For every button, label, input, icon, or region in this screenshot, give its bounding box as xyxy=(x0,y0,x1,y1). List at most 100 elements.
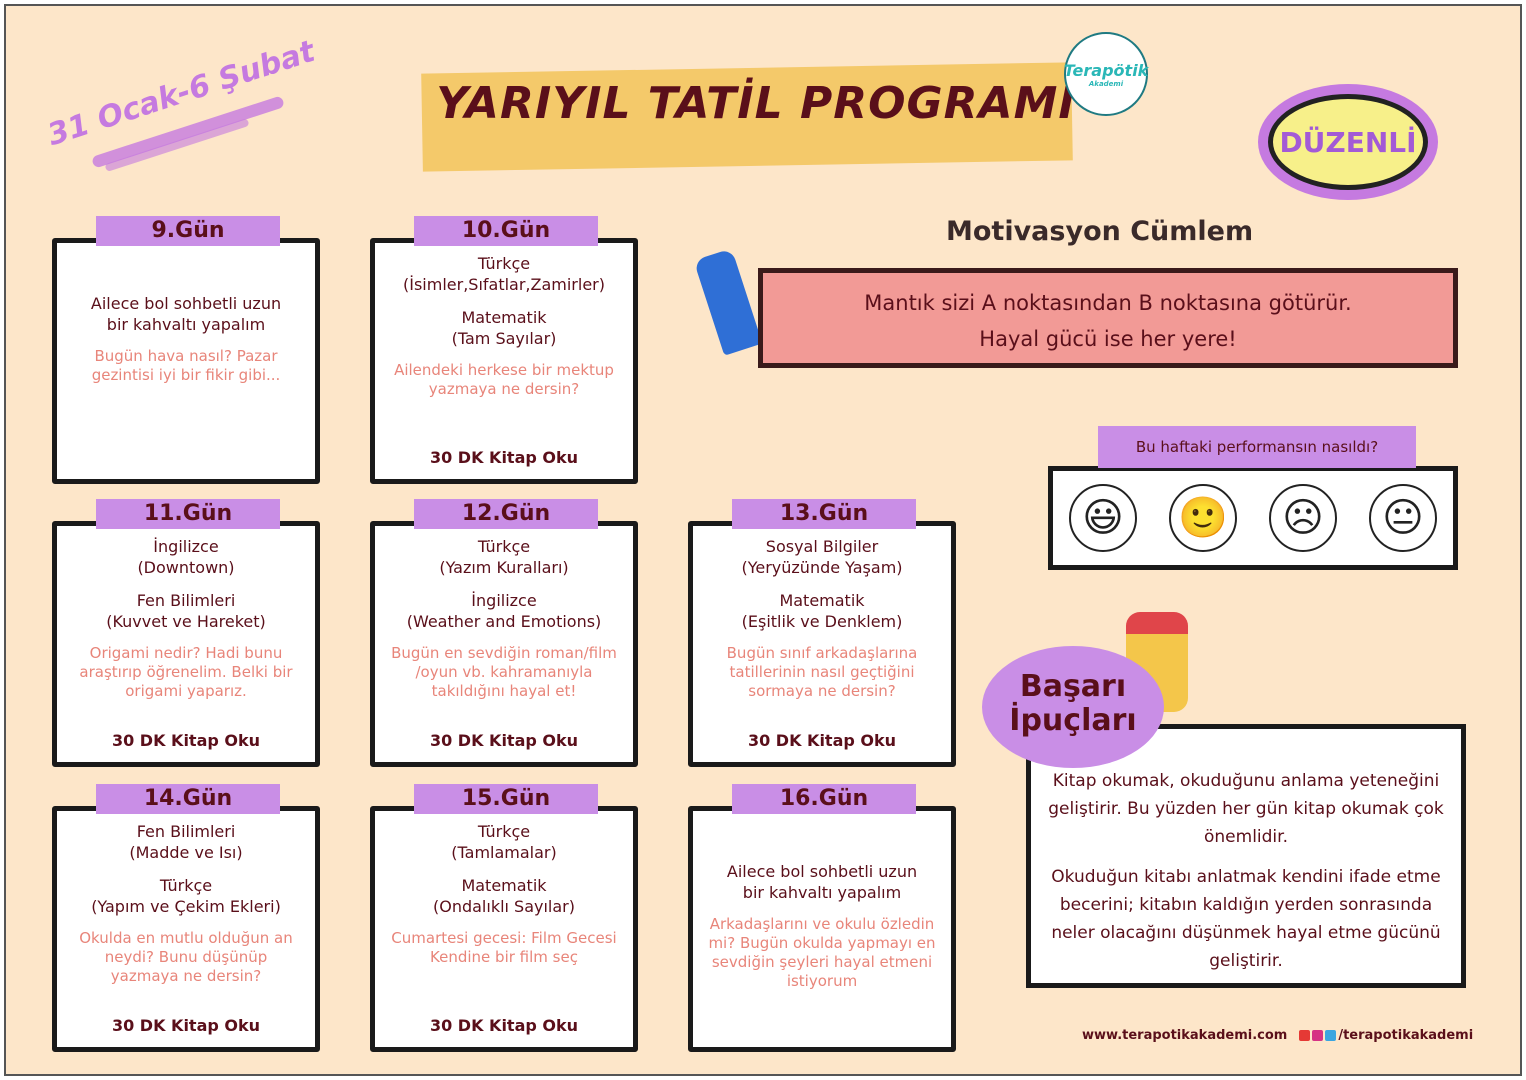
subject-topic: (Downtown) xyxy=(137,558,235,577)
reading-task: 30 DK Kitap Oku xyxy=(429,1016,579,1035)
website-link[interactable]: www.terapotikakademi.com xyxy=(1082,1028,1288,1043)
day-card: Sosyal Bilgiler (Yeryüzünde Yaşam) Matemat… xyxy=(688,521,956,767)
activity-note: Bugün sınıf arkadaşlarına tatillerinin n… xyxy=(726,644,918,700)
tip-paragraph: Kitap okumak, okuduğunu anlama yeteneğin… xyxy=(1048,771,1444,847)
telegram-icon xyxy=(1325,1030,1337,1041)
tips-title-line: İpuçları xyxy=(1009,703,1137,738)
subject-name: Matematik xyxy=(779,591,865,610)
subject: Ailece bol sohbetli uzun bir kahvaltı yap… xyxy=(693,861,951,903)
subject-topic: (Tam Sayılar) xyxy=(451,329,557,348)
day-card: Ailece bol sohbetli uzun bir kahvaltı yap… xyxy=(52,238,320,484)
activity-note: Bugün hava nasıl? Pazar gezintisi iyi bi… xyxy=(91,347,281,384)
activity-note: Arkadaşlarını ve okulu özledin mi? Bugün… xyxy=(708,915,936,990)
day-label: 10.Gün xyxy=(414,216,598,246)
subject-topic: (Tamlamalar) xyxy=(451,843,557,862)
day-card: Türkçe (Yazım Kuralları) İngilizce (Weather… xyxy=(370,521,638,767)
reading-task: 30 DK Kitap Oku xyxy=(111,1016,261,1035)
day-label: 13.Gün xyxy=(732,499,916,529)
subject-name: İngilizce xyxy=(471,591,537,610)
motivation-title: Motivasyon Cümlem xyxy=(946,216,1254,247)
neutral-face-icon[interactable]: 😐 xyxy=(1369,484,1437,552)
day-label: 11.Gün xyxy=(96,499,280,529)
reading-task: 30 DK Kitap Oku xyxy=(429,731,579,750)
reading-task: 30 DK Kitap Oku xyxy=(747,731,897,750)
laughing-face-icon[interactable]: 😃 xyxy=(1069,484,1137,552)
day-card: Türkçe (Tamlamalar) Matematik (Ondalıklı Sa… xyxy=(370,806,638,1052)
subject: Fen Bilimleri (Kuvvet ve Hareket) xyxy=(57,590,315,632)
subject-name: Türkçe xyxy=(159,876,213,895)
subject-name: Türkçe xyxy=(477,537,531,556)
subject-name: Ailece bol sohbetli uzun xyxy=(726,862,918,881)
subject-name: Ailece bol sohbetli uzun xyxy=(90,294,282,313)
activity-note: Cumartesi gecesi: Film Gecesi Kendine bi… xyxy=(391,929,617,966)
instagram-icon xyxy=(1312,1030,1324,1041)
subject-name: Sosyal Bilgiler xyxy=(765,537,879,556)
motivation-box: Mantık sizi A noktasından B noktasına gö… xyxy=(758,268,1458,368)
page-title: YARIYIL TATİL PROGRAMI xyxy=(436,78,1076,129)
footer: www.terapotikakademi.com /terapotikakade… xyxy=(1082,1028,1473,1043)
subject-topic: (İsimler,Sıfatlar,Zamirler) xyxy=(403,275,605,294)
subject-topic: (Ondalıklı Sayılar) xyxy=(432,897,575,916)
activity-note: Okulda en mutlu olduğun an neydi? Bunu d… xyxy=(79,929,293,985)
subject: Matematik (Eşitlik ve Denklem) xyxy=(693,590,951,632)
subject-name: Fen Bilimleri xyxy=(136,591,236,610)
subject-name: Fen Bilimleri xyxy=(136,822,236,841)
day-card: Fen Bilimleri (Madde ve Isı) Türkçe (Yapım … xyxy=(52,806,320,1052)
subject-name: Türkçe xyxy=(477,822,531,841)
subject-name: Matematik xyxy=(461,308,547,327)
subject: Türkçe (İsimler,Sıfatlar,Zamirler) xyxy=(375,253,633,295)
subject-topic: (Eşitlik ve Denklem) xyxy=(741,612,903,631)
performance-faces: 😃 🙂 ☹ 😐 xyxy=(1048,466,1458,570)
logo-subtext: Akademi xyxy=(1088,79,1124,88)
reading-task: 30 DK Kitap Oku xyxy=(111,731,261,750)
youtube-icon xyxy=(1299,1030,1311,1041)
subject: İngilizce (Downtown) xyxy=(57,536,315,578)
subject-topic: (Yeryüzünde Yaşam) xyxy=(741,558,903,577)
subject-topic: (Weather and Emotions) xyxy=(406,612,602,631)
tips-title-line: Başarı xyxy=(1019,669,1127,704)
logo-text: Terapötik xyxy=(1063,60,1149,80)
subject-name: Matematik xyxy=(461,876,547,895)
tips-box: Kitap okumak, okuduğunu anlama yeteneğin… xyxy=(1026,724,1466,988)
activity-note: Origami nedir? Hadi bunu araştırıp öğren… xyxy=(79,644,293,700)
activity-note: Ailendeki herkese bir mektup yazmaya ne … xyxy=(394,361,614,398)
motivation-line: Hayal gücü ise her yere! xyxy=(979,327,1237,351)
subject-topic: (Yapım ve Çekim Ekleri) xyxy=(91,897,281,916)
subject-topic: (Kuvvet ve Hareket) xyxy=(106,612,266,631)
subject-topic: bir kahvaltı yapalım xyxy=(106,315,266,334)
reading-task: 30 DK Kitap Oku xyxy=(429,448,579,467)
day-card: İngilizce (Downtown) Fen Bilimleri (Kuvvet … xyxy=(52,521,320,767)
subject: Türkçe (Yazım Kuralları) xyxy=(375,536,633,578)
activity-note: Bugün en sevdiğin roman/film /oyun vb. k… xyxy=(391,644,617,700)
poster: 31 Ocak-6 Şubat YARIYIL TATİL PROGRAMI T… xyxy=(4,4,1522,1076)
subject: Matematik (Tam Sayılar) xyxy=(375,307,633,349)
subject-name: İngilizce xyxy=(153,537,219,556)
smiling-face-icon[interactable]: 🙂 xyxy=(1169,484,1237,552)
motivation-line: Mantık sizi A noktasından B noktasına gö… xyxy=(864,291,1352,315)
subject: Türkçe (Tamlamalar) xyxy=(375,821,633,863)
social-links[interactable]: /terapotikakademi xyxy=(1299,1028,1473,1043)
subject-topic: (Madde ve Isı) xyxy=(129,843,243,862)
day-card: Ailece bol sohbetli uzun bir kahvaltı yap… xyxy=(688,806,956,1052)
subject: Sosyal Bilgiler (Yeryüzünde Yaşam) xyxy=(693,536,951,578)
day-label: 14.Gün xyxy=(96,784,280,814)
subject: Fen Bilimleri (Madde ve Isı) xyxy=(57,821,315,863)
pencil-mascot-icon xyxy=(693,248,763,356)
subject-name: Türkçe xyxy=(477,254,531,273)
subject: Ailece bol sohbetli uzun bir kahvaltı yap… xyxy=(57,293,315,335)
duzenli-badge: DÜZENLİ xyxy=(1268,94,1428,190)
social-handle: /terapotikakademi xyxy=(1338,1028,1474,1043)
day-label: 15.Gün xyxy=(414,784,598,814)
subject: İngilizce (Weather and Emotions) xyxy=(375,590,633,632)
performance-question: Bu haftaki performansın nasıldı? xyxy=(1098,426,1416,468)
day-label: 9.Gün xyxy=(96,216,280,246)
subject: Matematik (Ondalıklı Sayılar) xyxy=(375,875,633,917)
tip-paragraph: Okuduğun kitabı anlatmak kendini ifade e… xyxy=(1051,867,1441,971)
subject: Türkçe (Yapım ve Çekim Ekleri) xyxy=(57,875,315,917)
subject-topic: bir kahvaltı yapalım xyxy=(742,883,902,902)
subject-topic: (Yazım Kuralları) xyxy=(439,558,569,577)
sad-face-icon[interactable]: ☹ xyxy=(1269,484,1337,552)
day-card: Türkçe (İsimler,Sıfatlar,Zamirler) Matemat… xyxy=(370,238,638,484)
